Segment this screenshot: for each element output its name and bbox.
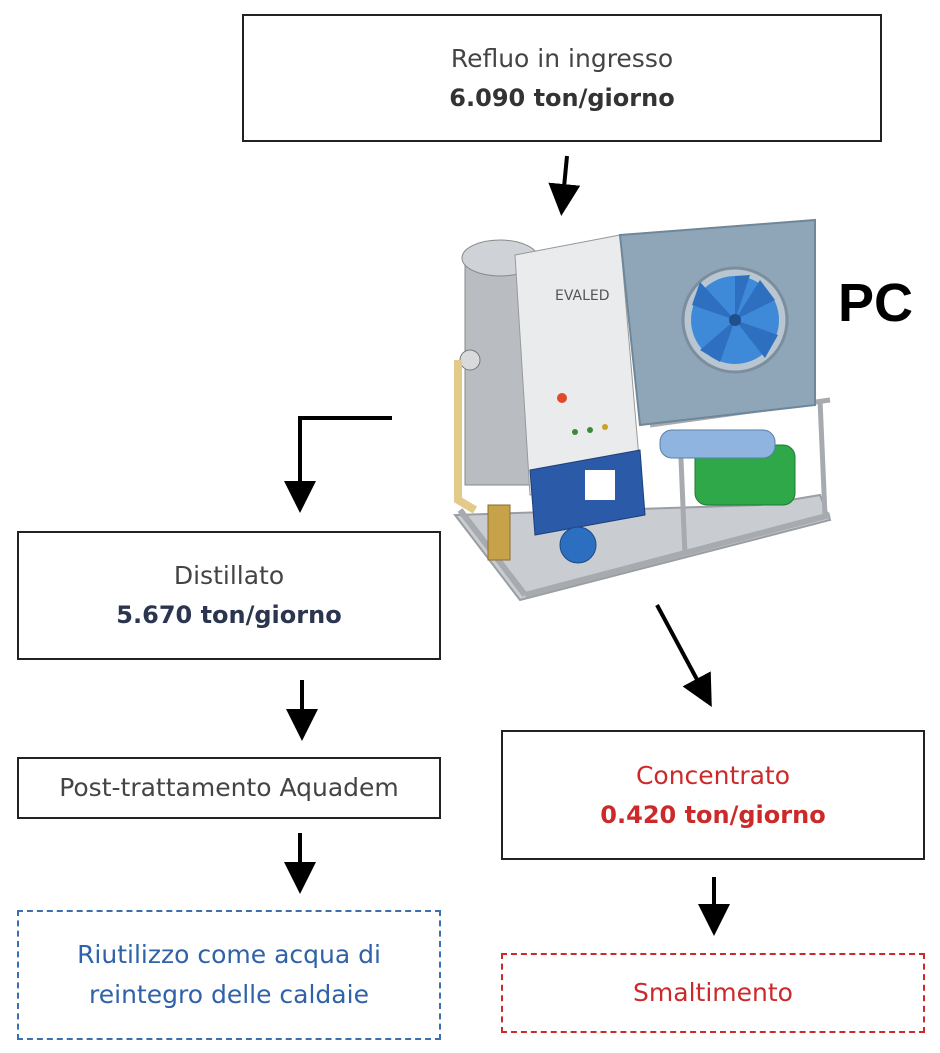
pc-label: PC xyxy=(838,273,914,333)
input-label: Refluo in ingresso xyxy=(450,43,674,73)
arrow-input-to-machine xyxy=(548,155,581,216)
post-treatment-label: Post-trattamento Aquadem xyxy=(59,773,399,802)
arrow-machine-to-distillate xyxy=(284,416,392,513)
reuse-box: Riutilizzo come acqua di reintegro delle… xyxy=(17,910,441,1040)
arrows xyxy=(284,155,730,936)
input-value: 6.090 ton/giorno xyxy=(449,83,675,112)
evaled-brand-text: EVALED xyxy=(555,288,610,304)
evaporator-machine-illustration: EVALED xyxy=(453,218,832,602)
reuse-label-line1: Riutilizzo come acqua di xyxy=(77,940,381,969)
post-treatment-box: Post-trattamento Aquadem xyxy=(17,757,441,819)
arrow-machine-to-concentrate xyxy=(655,604,712,708)
distillate-box: Distillato 5.670 ton/giorno xyxy=(17,531,441,660)
distillate-label: Distillato xyxy=(173,561,285,591)
reuse-label-line2: reintegro delle caldaie xyxy=(89,980,369,1009)
concentrate-label: Concentrato xyxy=(635,760,791,790)
disposal-label: Smaltimento xyxy=(633,978,793,1007)
input-box: Refluo in ingresso 6.090 ton/giorno xyxy=(242,14,882,142)
concentrate-value: 0.420 ton/giorno xyxy=(600,800,826,829)
distillate-value: 5.670 ton/giorno xyxy=(116,601,342,630)
concentrate-box: Concentrato 0.420 ton/giorno xyxy=(501,730,925,860)
disposal-box: Smaltimento xyxy=(501,953,925,1033)
